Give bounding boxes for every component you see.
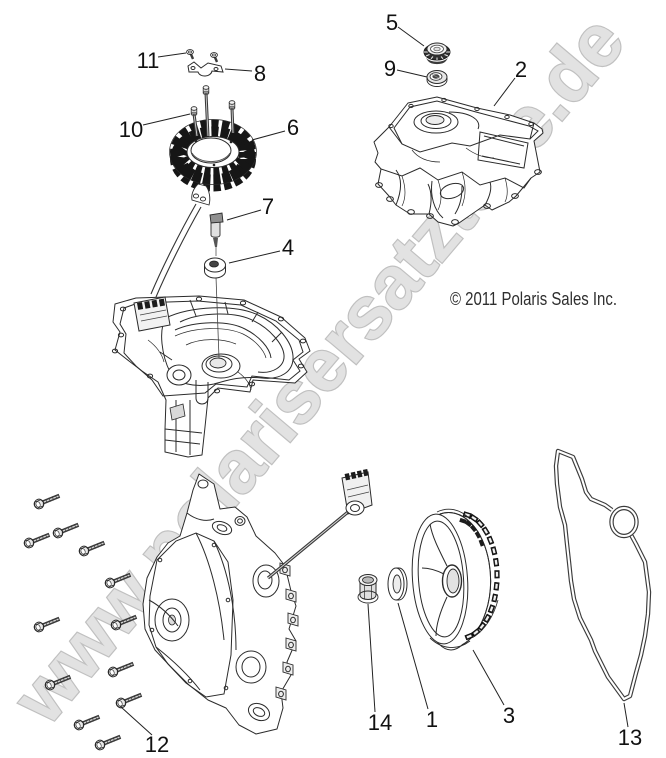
svg-text:© 2011 Polaris Sales Inc.: © 2011 Polaris Sales Inc. bbox=[450, 289, 617, 309]
svg-text:9: 9 bbox=[384, 56, 396, 81]
svg-text:1: 1 bbox=[426, 707, 438, 732]
svg-text:8: 8 bbox=[254, 61, 266, 86]
svg-text:7: 7 bbox=[262, 194, 274, 219]
svg-text:5: 5 bbox=[386, 10, 398, 35]
svg-text:12: 12 bbox=[145, 732, 169, 757]
svg-text:3: 3 bbox=[503, 703, 515, 728]
svg-text:10: 10 bbox=[119, 117, 143, 142]
svg-text:13: 13 bbox=[618, 725, 642, 750]
svg-text:www.polarisersatzteile.de: www.polarisersatzteile.de bbox=[0, 0, 641, 740]
svg-text:6: 6 bbox=[287, 115, 299, 140]
svg-text:2: 2 bbox=[515, 57, 527, 82]
svg-text:11: 11 bbox=[137, 48, 160, 73]
svg-text:4: 4 bbox=[282, 235, 294, 260]
svg-text:14: 14 bbox=[368, 710, 392, 735]
